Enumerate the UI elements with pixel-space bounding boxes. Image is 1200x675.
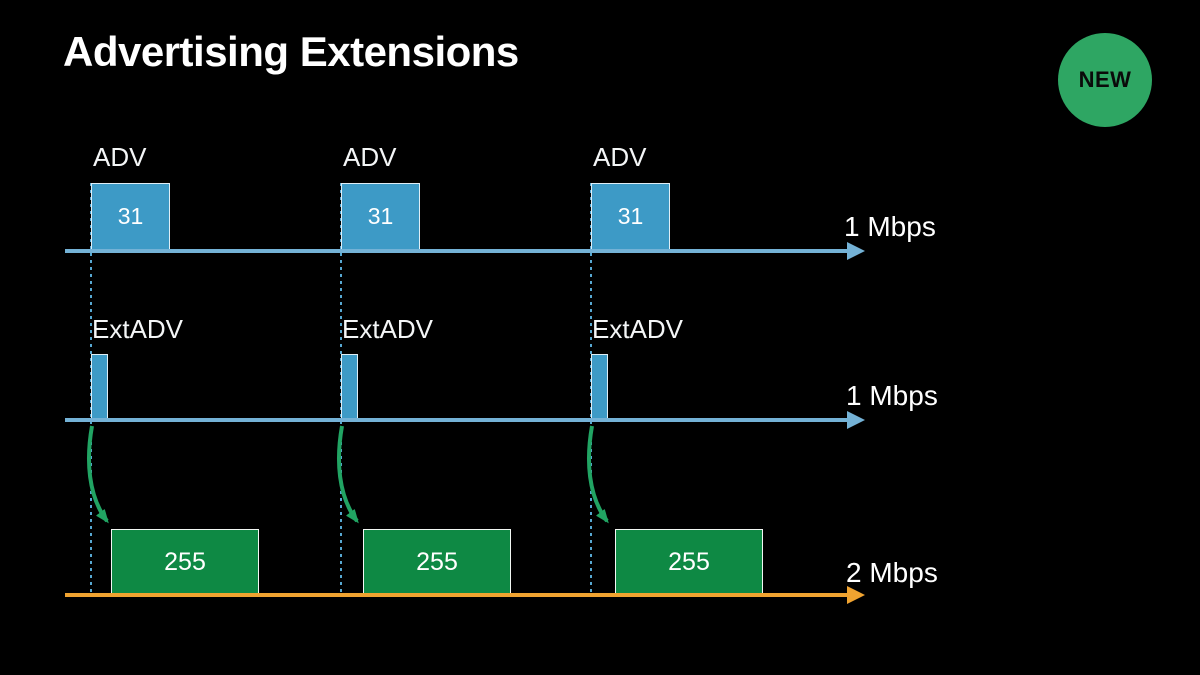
adv-packet-box: 31: [591, 183, 670, 250]
adv-label: ADV: [93, 142, 147, 172]
extadv-packet-bar: [91, 354, 108, 420]
adv-packet-box: 31: [91, 183, 170, 250]
pointer-curve-arrow-icon: [87, 425, 109, 524]
timeline-adv-1mbps: [65, 249, 849, 253]
adv-packet-box: 31: [341, 183, 420, 250]
slide-title: Advertising Extensions: [63, 28, 519, 75]
extdata-packet-size: 255: [164, 547, 206, 576]
pointer-curve-arrow-icon: [337, 425, 359, 524]
rate-label-extadv: 1 Mbps: [846, 380, 938, 411]
extdata-packet-box: 255: [111, 529, 259, 595]
extdata-packet-size: 255: [668, 547, 710, 576]
extadv-label: ExtADV: [342, 314, 434, 344]
pointer-curve-arrow-icon: [587, 425, 609, 524]
adv-label: ADV: [343, 142, 397, 172]
adv-packet-size: 31: [117, 203, 144, 229]
rate-label-adv: 1 Mbps: [844, 211, 936, 242]
new-badge: NEW: [1058, 33, 1152, 127]
adv-packet-size: 31: [617, 203, 644, 229]
extdata-packet-box: 255: [363, 529, 511, 595]
timeline-extdata-2mbps: [65, 593, 849, 597]
timeline-arrowhead-icon: [847, 411, 865, 429]
extadv-label: ExtADV: [592, 314, 684, 344]
extadv-label: ExtADV: [92, 314, 184, 344]
adv-packet-size: 31: [367, 203, 394, 229]
timeline-arrowhead-icon: [847, 242, 865, 260]
extadv-packet-bar: [591, 354, 608, 420]
adv-label: ADV: [593, 142, 647, 172]
extdata-packet-size: 255: [416, 547, 458, 576]
rate-label-extdata: 2 Mbps: [846, 557, 938, 588]
new-badge-label: NEW: [1078, 67, 1132, 92]
timeline-extadv-1mbps: [65, 418, 849, 422]
extdata-packet-box: 255: [615, 529, 763, 595]
extadv-packet-bar: [341, 354, 358, 420]
timeline-arrowhead-icon: [847, 586, 865, 604]
